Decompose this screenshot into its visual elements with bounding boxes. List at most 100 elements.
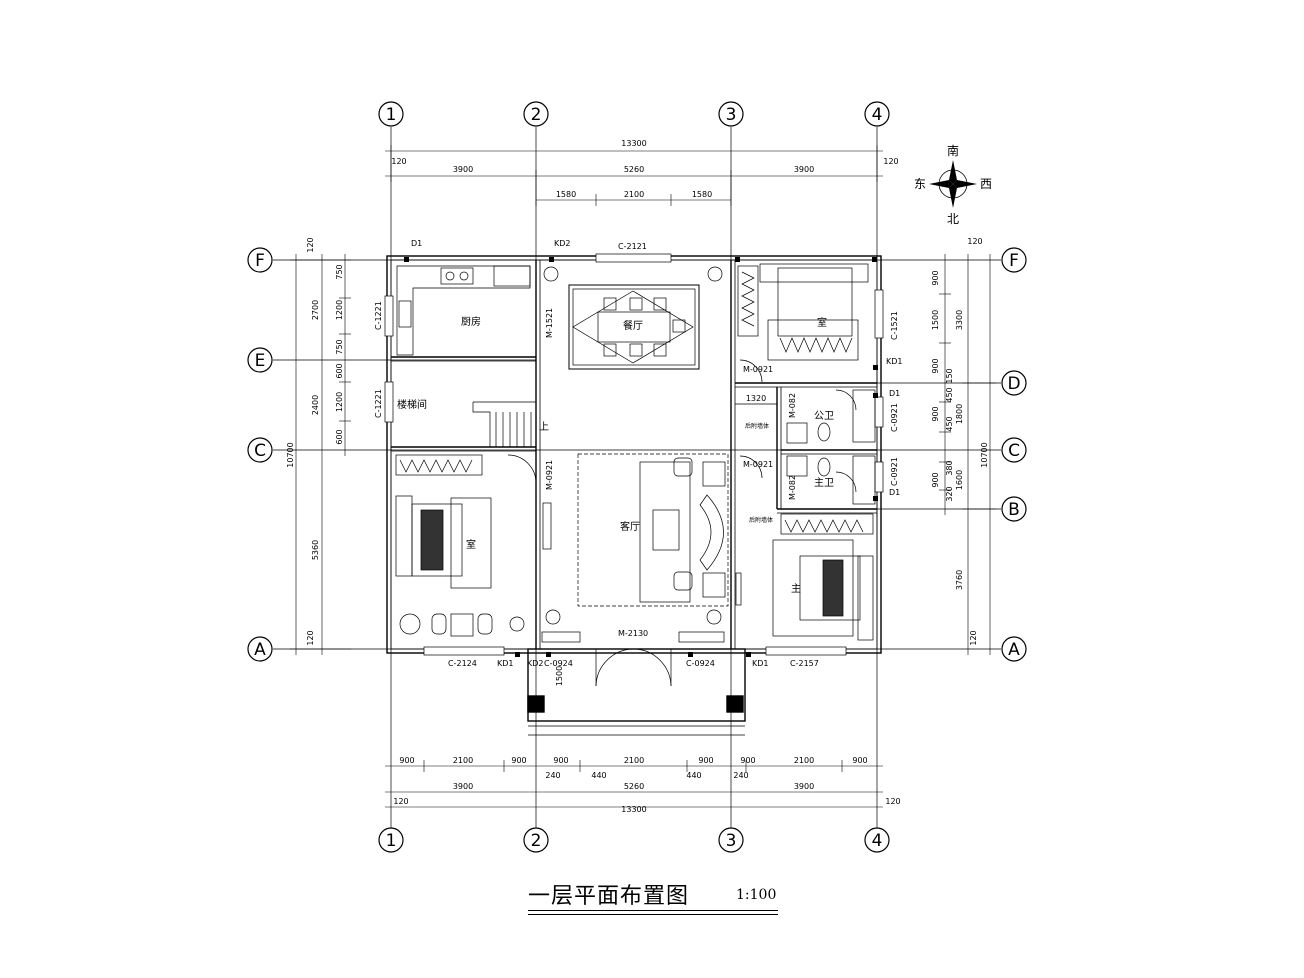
dim-left-2700: 2700 — [311, 300, 320, 320]
label-c2124: C-2124 — [448, 659, 477, 668]
title-underline-2 — [528, 914, 778, 915]
drawing-scale: 1:100 — [736, 887, 777, 903]
label-c0924-a: C-0924 — [544, 659, 573, 668]
label-c0924-b: C-0924 — [686, 659, 715, 668]
room-dining: 餐厅 — [623, 319, 643, 332]
dim-left-2400: 2400 — [311, 395, 320, 415]
dim-left-750-b: 750 — [335, 339, 344, 354]
dim-right-150: 150 — [945, 368, 954, 383]
dim-left-5360: 5360 — [311, 540, 320, 560]
column-markers — [404, 257, 878, 657]
dim-right-320: 320 — [945, 486, 954, 501]
dim-top-total: 13300 — [621, 139, 646, 148]
label-d1-right-b: D1 — [889, 488, 900, 497]
room-bedroom-bottom-right: 主 — [791, 583, 801, 595]
dim-right-450-a: 450 — [945, 387, 954, 402]
dim-right-120-top: 120 — [967, 237, 982, 246]
label-m082-a: M-082 — [788, 393, 797, 418]
dim-right-3300: 3300 — [955, 310, 964, 330]
dim-bot-440-b: 440 — [686, 771, 701, 780]
dimension-lines — [290, 145, 996, 808]
dim-bot-3900-left: 3900 — [453, 782, 473, 791]
dim-bot-900-b: 900 — [511, 756, 526, 765]
axis-2-bottom: 2 — [531, 831, 542, 851]
compass-south: 南 — [947, 143, 959, 158]
label-c2121: C-2121 — [618, 242, 647, 251]
label-kd2-top: KD2 — [554, 239, 571, 248]
dim-bot-3900-right: 3900 — [794, 782, 814, 791]
dim-bot-900-c: 900 — [553, 756, 568, 765]
dim-1320: 1320 — [746, 394, 766, 403]
label-wash-a: 后附墙体 — [745, 422, 769, 430]
dim-right-3760: 3760 — [955, 570, 964, 590]
dim-left-120-bot: 120 — [306, 630, 315, 645]
label-c1221-b: C-1221 — [374, 389, 383, 418]
label-m0921-a: M-0921 — [743, 365, 773, 374]
label-c0921-a: C-0921 — [890, 403, 899, 432]
compass-west: 西 — [980, 177, 992, 191]
label-c2157: C-2157 — [790, 659, 819, 668]
dim-bot-120-right: 120 — [885, 797, 900, 806]
axis-d-right: D — [1007, 374, 1020, 394]
label-m0921-b: M-0921 — [545, 460, 554, 490]
axis-4-top: 4 — [872, 105, 883, 125]
dim-bot-2100-b: 2100 — [624, 756, 644, 765]
axis-4-bottom: 4 — [872, 831, 883, 851]
axis-a-left: A — [254, 640, 266, 660]
dimension-text: 13300 120 120 3900 5260 3900 1580 2100 1… — [286, 139, 989, 814]
dim-right-900-d: 900 — [931, 472, 940, 487]
dim-bot-900-a: 900 — [399, 756, 414, 765]
label-m0921-c: M-0921 — [743, 460, 773, 469]
room-master-bath: 主卫 — [814, 477, 834, 489]
dim-bot-120-left: 120 — [393, 797, 408, 806]
axis-c-right: C — [1008, 441, 1020, 461]
dim-left-10700: 10700 — [286, 442, 295, 467]
room-stair: 楼梯间 — [397, 398, 427, 411]
dim-right-450-b: 450 — [945, 416, 954, 431]
dim-right-1600: 1600 — [955, 470, 964, 490]
dim-right-1500: 1500 — [931, 310, 940, 330]
axis-2-top: 2 — [531, 105, 542, 125]
dim-right-900-c: 900 — [931, 406, 940, 421]
room-stair-up: 上 — [539, 421, 549, 433]
label-wash-b: 后附墙体 — [749, 516, 773, 524]
compass-east: 东 — [914, 177, 926, 191]
dim-left-600-b: 600 — [335, 429, 344, 444]
axis-labels: 1 2 3 4 1 2 3 4 F F E D C C B A A — [254, 105, 1020, 851]
label-d1-top: D1 — [411, 239, 422, 248]
dim-top-2100: 2100 — [624, 190, 644, 199]
dim-top-120-left: 120 — [391, 157, 406, 166]
axis-bubbles — [247, 101, 1027, 853]
label-m1521: M-1521 — [545, 308, 554, 338]
room-bedroom-left: 室 — [466, 538, 476, 551]
dim-left-600-a: 600 — [335, 363, 344, 378]
dim-bot-240-b: 240 — [733, 771, 748, 780]
dim-top-1580-right: 1580 — [692, 190, 712, 199]
label-c1521: C-1521 — [890, 311, 899, 340]
dim-bot-240-a: 240 — [545, 771, 560, 780]
label-kd2-b: KD2 — [527, 659, 544, 668]
drawing-title: 一层平面布置图 — [528, 884, 690, 909]
axis-3-top: 3 — [726, 105, 737, 125]
axis-1-top: 1 — [386, 105, 397, 125]
label-c0921-b: C-0921 — [890, 457, 899, 486]
dim-left-750-a: 750 — [335, 264, 344, 279]
compass-labels: 南 北 东 西 — [914, 143, 992, 226]
room-public-bath: 公卫 — [814, 411, 834, 422]
axis-3-bottom: 3 — [726, 831, 737, 851]
dim-bot-2100-c: 2100 — [794, 756, 814, 765]
windows — [384, 253, 884, 656]
dim-bot-900-e: 900 — [740, 756, 755, 765]
compass-icon — [929, 160, 977, 208]
label-kd1-b: KD1 — [752, 659, 769, 668]
dim-top-3900-left: 3900 — [453, 165, 473, 174]
dim-bot-total: 13300 — [621, 805, 646, 814]
dim-right-1800: 1800 — [955, 404, 964, 424]
axis-1-bottom: 1 — [386, 831, 397, 851]
opening-labels: C-2121 KD2 D1 C-1221 C-1221 M-1521 C-152… — [374, 239, 903, 668]
dim-bot-900-f: 900 — [852, 756, 867, 765]
dim-top-3900-right: 3900 — [794, 165, 814, 174]
axis-c-left: C — [254, 441, 266, 461]
room-labels: 厨房 餐厅 楼梯间 上 客厅 公卫 主卫 室 室 主 — [397, 315, 834, 595]
